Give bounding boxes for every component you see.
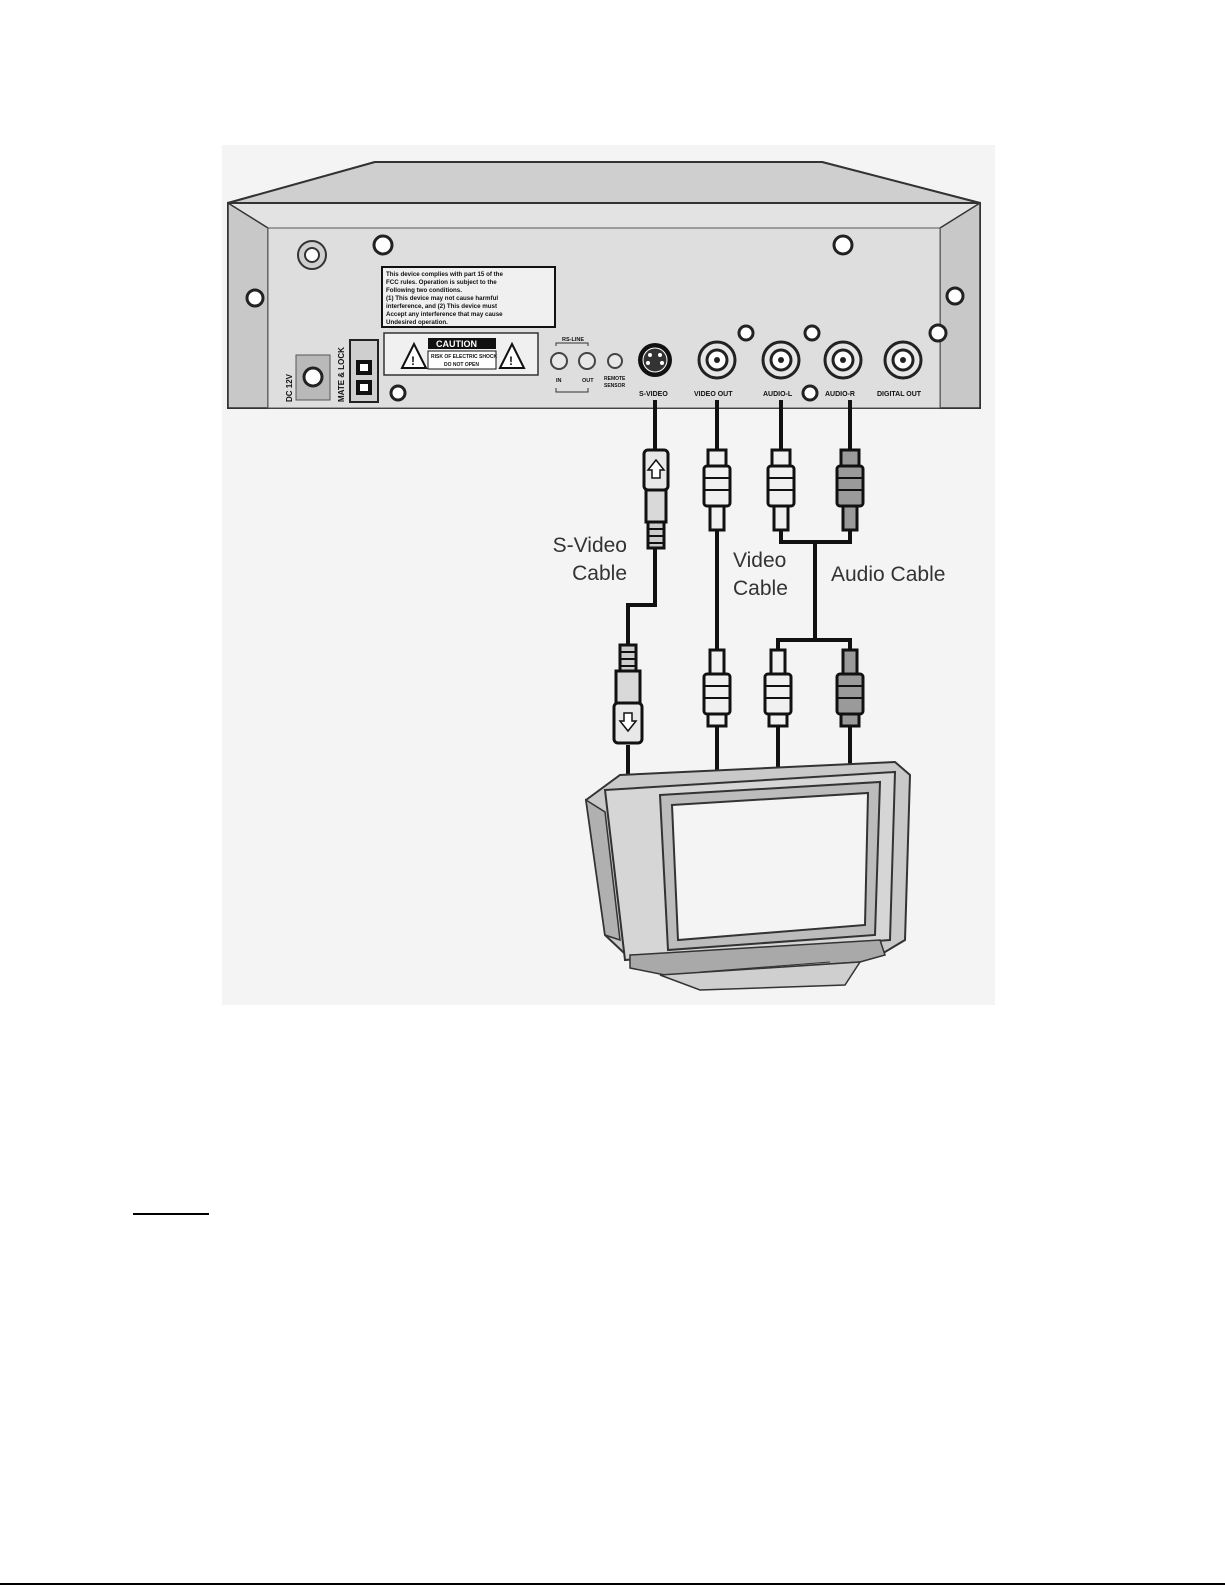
in-label: IN — [556, 378, 562, 384]
port-label-video-out: VIDEO OUT — [694, 391, 733, 398]
rca-plug-video-top — [702, 448, 732, 532]
fcc-notice-line: Accept any interference that may cause — [386, 311, 503, 318]
audio-cable — [776, 400, 852, 770]
rca-plug-audio-l-top — [766, 448, 796, 532]
tv-screen — [670, 791, 870, 942]
caution-text: RISK OF ELECTRIC SHOCK — [431, 354, 498, 360]
fcc-notice-line: interference, and (2) This device must — [386, 303, 497, 310]
mate-lock-label: MATE & LOCK — [337, 347, 346, 402]
video-cable-label-line: Video — [733, 549, 787, 572]
screw-icon — [245, 234, 965, 402]
caution-text: DO NOT OPEN — [444, 362, 479, 368]
video-cable-label-line: Cable — [733, 577, 788, 600]
svideo-cable — [626, 400, 657, 775]
page-bottom-rule — [0, 1583, 1225, 1585]
note-underline — [133, 1213, 209, 1215]
rca-plug-video-bottom — [702, 648, 732, 728]
port-label-audio-l: AUDIO-L — [763, 391, 793, 398]
dvd-player-rear: This device complies with part 15 of the… — [227, 161, 981, 409]
svideo-cable-label: S-Video Cable — [547, 532, 627, 588]
fcc-notice-line: Following two conditions. — [386, 287, 462, 294]
rs-line-label: RS-LINE — [562, 337, 584, 343]
remote-label: REMOTE — [604, 376, 626, 382]
svg-text:!: ! — [509, 354, 513, 368]
svideo-cable-label-line: Cable — [572, 562, 627, 585]
fcc-notice-label — [381, 266, 556, 328]
caution-label: ! ! CAUTION RISK OF ELECTRIC SHOCK DO NO… — [383, 332, 539, 376]
audio-cable-label: Audio Cable — [831, 563, 946, 586]
fcc-notice-line: Undesired operation. — [386, 319, 448, 326]
dc-label: DC 12V — [285, 373, 294, 402]
antenna-connector-icon — [297, 240, 327, 270]
port-label-svideo: S-VIDEO — [639, 391, 668, 398]
svg-text:!: ! — [411, 354, 415, 368]
port-label-digital-out: DIGITAL OUT — [877, 391, 922, 398]
caution-title: CAUTION — [436, 339, 477, 349]
audio-l-port — [761, 340, 801, 380]
fcc-notice-line: (1) This device may not cause harmful — [386, 295, 498, 302]
digital-out-port — [883, 340, 923, 380]
svideo-cable-label-line: S-Video — [552, 534, 627, 557]
rca-plug-audio-r-top — [835, 448, 865, 532]
audio-r-port — [823, 340, 863, 380]
fcc-notice-line: This device complies with part 15 of the — [386, 271, 503, 278]
fcc-notice-line: FCC rules. Operation is subject to the — [386, 279, 497, 286]
rca-plug-audio-r-bottom — [835, 648, 865, 728]
out-label: OUT — [582, 378, 594, 384]
remote-label: SENSOR — [604, 383, 626, 389]
rca-plug-audio-l-bottom — [763, 648, 793, 728]
video-out-port — [697, 340, 737, 380]
svideo-plug-bottom — [612, 643, 644, 745]
svideo-port — [638, 343, 672, 377]
television — [584, 760, 912, 991]
port-label-audio-r: AUDIO-R — [825, 391, 855, 398]
video-cable-label: Video Cable — [733, 547, 788, 603]
svideo-plug-top — [642, 448, 670, 550]
